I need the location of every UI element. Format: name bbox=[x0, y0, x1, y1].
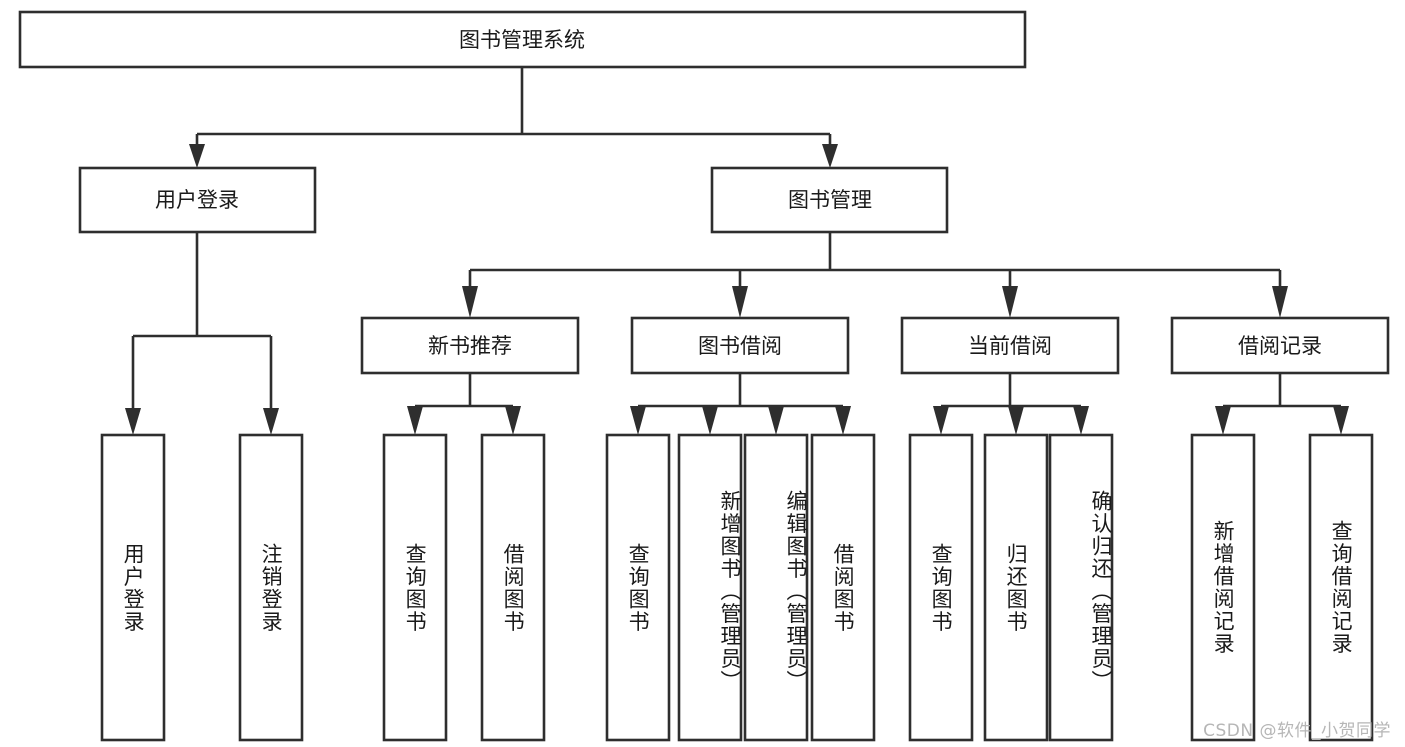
node-book-manage-box[interactable] bbox=[710, 166, 949, 234]
csdn-watermark: CSDN @软件_小贺同学 bbox=[1203, 721, 1391, 741]
arrow-head-leaf-confirm-return bbox=[1073, 406, 1089, 435]
node-book-borrow[interactable]: 图书借阅 bbox=[630, 316, 850, 375]
node-leaf-user-login-label: 用户登录 bbox=[121, 542, 146, 633]
node-leaf-borrow-book-2-label: 借阅图书 bbox=[831, 542, 856, 633]
node-leaf-edit-book-box[interactable] bbox=[743, 433, 809, 742]
node-leaf-query-record-box[interactable] bbox=[1308, 433, 1374, 742]
node-leaf-logout-box[interactable] bbox=[238, 433, 304, 742]
node-new-book-rec[interactable]: 新书推荐 bbox=[360, 316, 580, 375]
node-leaf-confirm-return-box[interactable] bbox=[1048, 433, 1114, 742]
arrow-head-user-login bbox=[189, 144, 205, 168]
node-borrow-record-label: 借阅记录 bbox=[1238, 334, 1322, 358]
node-current-borrow[interactable]: 当前借阅 bbox=[900, 316, 1120, 375]
node-user-login-box[interactable] bbox=[78, 166, 317, 234]
node-leaf-logout-label: 注销登录 bbox=[259, 542, 284, 633]
connector-layer bbox=[125, 67, 1349, 435]
arrow-head-leaf-query-book-2 bbox=[630, 406, 646, 435]
node-leaf-return-book-label: 归还图书 bbox=[1004, 542, 1029, 633]
node-book-manage[interactable]: 图书管理 bbox=[710, 166, 949, 234]
node-user-login-label: 用户登录 bbox=[155, 188, 239, 212]
arrow-head-leaf-query-book-1 bbox=[407, 406, 423, 435]
arrow-head-leaf-user-login bbox=[125, 408, 141, 435]
node-leaf-borrow-book-1-box[interactable] bbox=[480, 433, 546, 742]
arrow-head-leaf-add-book bbox=[702, 406, 718, 435]
node-root-label: 图书管理系统 bbox=[459, 28, 585, 52]
arrow-head-leaf-edit-book bbox=[768, 406, 784, 435]
node-current-borrow-box[interactable] bbox=[900, 316, 1120, 375]
node-root-box[interactable] bbox=[18, 10, 1027, 69]
arrow-head-book-borrow bbox=[732, 286, 748, 318]
leaf-box-layer bbox=[100, 433, 1374, 742]
arrow-head-current-borrow bbox=[1002, 286, 1018, 318]
node-leaf-query-book-2-label: 查询图书 bbox=[626, 542, 651, 633]
node-book-manage-label: 图书管理 bbox=[788, 188, 872, 212]
node-leaf-borrow-book-1-label: 借阅图书 bbox=[501, 542, 526, 633]
node-user-login[interactable]: 用户登录 bbox=[78, 166, 317, 234]
arrow-head-new-book-rec bbox=[462, 286, 478, 318]
node-leaf-return-book-box[interactable] bbox=[983, 433, 1049, 742]
node-leaf-query-book-1-label: 查询图书 bbox=[403, 542, 428, 633]
node-leaf-add-record-box[interactable] bbox=[1190, 433, 1256, 742]
arrow-head-leaf-borrow-book-1 bbox=[505, 406, 521, 435]
arrow-head-book-manage bbox=[822, 144, 838, 168]
node-leaf-add-record-label: 新增借阅记录 bbox=[1211, 520, 1236, 655]
node-leaf-query-book-2-box[interactable] bbox=[605, 433, 671, 742]
arrow-head-leaf-logout bbox=[263, 408, 279, 435]
node-new-book-rec-box[interactable] bbox=[360, 316, 580, 375]
node-leaf-query-book-3-box[interactable] bbox=[908, 433, 974, 742]
arrow-head-leaf-return-book bbox=[1008, 406, 1024, 435]
node-leaf-query-book-1-box[interactable] bbox=[382, 433, 448, 742]
arrow-head-leaf-borrow-book-2 bbox=[835, 406, 851, 435]
node-current-borrow-label: 当前借阅 bbox=[968, 334, 1052, 358]
node-leaf-confirm-return-label: 确认归还（管理员） bbox=[1089, 490, 1113, 693]
node-leaf-user-login-box[interactable] bbox=[100, 433, 166, 742]
node-leaf-query-record-label: 查询借阅记录 bbox=[1329, 520, 1354, 655]
node-leaf-add-book-label: 新增图书（管理员） bbox=[718, 490, 742, 693]
node-leaf-edit-book-label: 编辑图书（管理员） bbox=[784, 490, 808, 693]
arrow-head-leaf-query-record bbox=[1333, 406, 1349, 435]
arrow-head-leaf-query-book-3 bbox=[933, 406, 949, 435]
arrow-head-borrow-record bbox=[1272, 286, 1288, 318]
node-leaf-borrow-book-2-box[interactable] bbox=[810, 433, 876, 742]
node-book-borrow-box[interactable] bbox=[630, 316, 850, 375]
arrow-head-leaf-add-record bbox=[1215, 406, 1231, 435]
node-borrow-record[interactable]: 借阅记录 bbox=[1170, 316, 1390, 375]
node-book-borrow-label: 图书借阅 bbox=[698, 334, 782, 358]
node-new-book-rec-label: 新书推荐 bbox=[428, 334, 512, 358]
node-leaf-query-book-3-label: 查询图书 bbox=[929, 542, 954, 633]
node-leaf-add-book-box[interactable] bbox=[677, 433, 743, 742]
node-root[interactable]: 图书管理系统 bbox=[18, 10, 1027, 69]
node-borrow-record-box[interactable] bbox=[1170, 316, 1390, 375]
